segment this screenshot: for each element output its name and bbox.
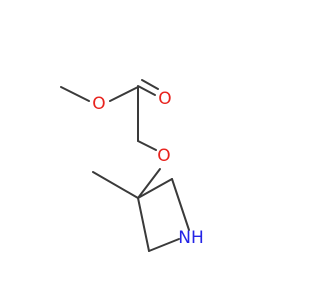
molecule-structure: O O O NH: [60, 79, 204, 252]
bond-ring-top: [137, 178, 173, 199]
bond-ring-right: [171, 178, 190, 231]
bond-ether-o-to-quaternary-c: [137, 168, 161, 199]
atom-ether-oxygen: O: [157, 146, 170, 166]
bond-carbonyl-double-a: [137, 85, 156, 96]
bond-ring-bottom: [148, 238, 180, 252]
bond-quaternary-c-to-methyl: [92, 171, 139, 199]
bond-carbonyl-double-b: [141, 79, 159, 90]
atom-ring-nitrogen: NH: [178, 228, 204, 248]
atom-methoxy-oxygen: O: [92, 94, 105, 114]
atom-carbonyl-oxygen: O: [158, 89, 171, 109]
bond-ch2-to-ether-o: [137, 140, 157, 151]
bond-ring-left: [137, 197, 150, 252]
bond-methoxy-o-to-carbonyl-c: [109, 86, 139, 102]
bond-methyl-to-methoxy-o: [60, 86, 90, 102]
